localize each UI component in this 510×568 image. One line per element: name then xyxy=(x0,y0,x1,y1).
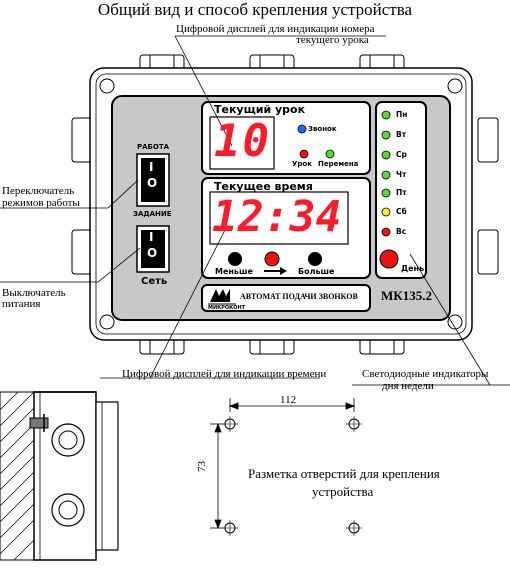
dimension-lines xyxy=(210,398,356,530)
callout-mode-switch-2: режимов работы xyxy=(2,197,80,209)
power-switch-off: O xyxy=(147,246,158,260)
less-label: Меньше xyxy=(215,267,253,276)
model-name: МК135.2 xyxy=(381,288,432,303)
logo-name: АВТОМАТ ПОДАЧИ ЗВОНКОВ xyxy=(240,292,358,301)
callout-weekday-leds: Светодиодные индикаторы xyxy=(362,368,489,380)
corner-screws xyxy=(99,78,463,330)
day-label-thu: Чт xyxy=(396,170,407,179)
more-label: Больше xyxy=(298,267,335,276)
mode-switch-on: I xyxy=(149,160,154,174)
lesson-display xyxy=(209,116,275,170)
brand-name: МИКРОКОНТ xyxy=(208,305,246,311)
day-label-fri: Пт xyxy=(396,188,407,197)
mounting-caption-2: устройства xyxy=(312,484,374,499)
height-dimension: 73 xyxy=(196,461,208,472)
lesson-panel-title: Текущий урок xyxy=(214,103,306,116)
day-label-mon: Пн xyxy=(396,110,408,119)
mode-switch-off: O xyxy=(147,176,158,190)
side-cable-glands xyxy=(71,117,499,275)
day-label-tue: Вт xyxy=(396,130,407,139)
logo-panel xyxy=(201,284,371,312)
mounting-caption: Разметка отверстий для крепления xyxy=(248,466,440,481)
break-label: Перемена xyxy=(318,160,359,168)
callout-mode-switch: Переключатель xyxy=(2,185,75,197)
bell-label: Звонок xyxy=(308,125,337,133)
callout-lesson-display-2: текущего урока xyxy=(296,34,369,46)
lesson-led xyxy=(299,149,309,159)
callout-power-switch: Выключатель xyxy=(2,287,66,299)
mk-logo-icon xyxy=(208,289,236,305)
lesson-value: 10 xyxy=(214,116,271,167)
callout-weekday-leds-2: дня недели xyxy=(382,380,434,392)
bell-led xyxy=(297,124,307,134)
mounting-holes xyxy=(222,416,362,536)
day-label-wed: Ср xyxy=(396,150,407,159)
day-leds xyxy=(381,110,391,237)
time-display xyxy=(209,191,349,245)
time-panel-title: Текущее время xyxy=(214,180,313,193)
day-button-label: День xyxy=(401,264,425,273)
day-button[interactable] xyxy=(379,249,399,269)
more-button[interactable] xyxy=(308,252,322,266)
callout-power-switch-2: питания xyxy=(2,298,41,310)
set-button[interactable] xyxy=(264,251,280,267)
callout-time-display: Цифровой дисплей для индикации времени xyxy=(122,368,327,380)
break-led xyxy=(325,149,335,159)
lesson-label: Урок xyxy=(292,160,312,168)
page-title: Общий вид и способ крепления устройства xyxy=(97,0,413,19)
arrow-right-icon xyxy=(264,267,287,275)
side-view xyxy=(0,391,119,561)
callout-lesson-display: Цифровой дисплей для индикации номера xyxy=(176,23,375,35)
less-button[interactable] xyxy=(228,252,242,266)
time-value: 12:34 xyxy=(212,192,342,242)
power-switch-on: I xyxy=(149,230,154,244)
power-label: Сеть xyxy=(141,276,168,287)
day-label-sat: Сб xyxy=(396,207,407,216)
callout-leaders xyxy=(0,35,510,386)
day-label-sun: Вс xyxy=(396,227,407,236)
mode-bottom-label: ЗАДАНИЕ xyxy=(133,210,172,218)
width-dimension: 112 xyxy=(280,394,297,406)
mode-top-label: РАБОТА xyxy=(137,143,170,151)
